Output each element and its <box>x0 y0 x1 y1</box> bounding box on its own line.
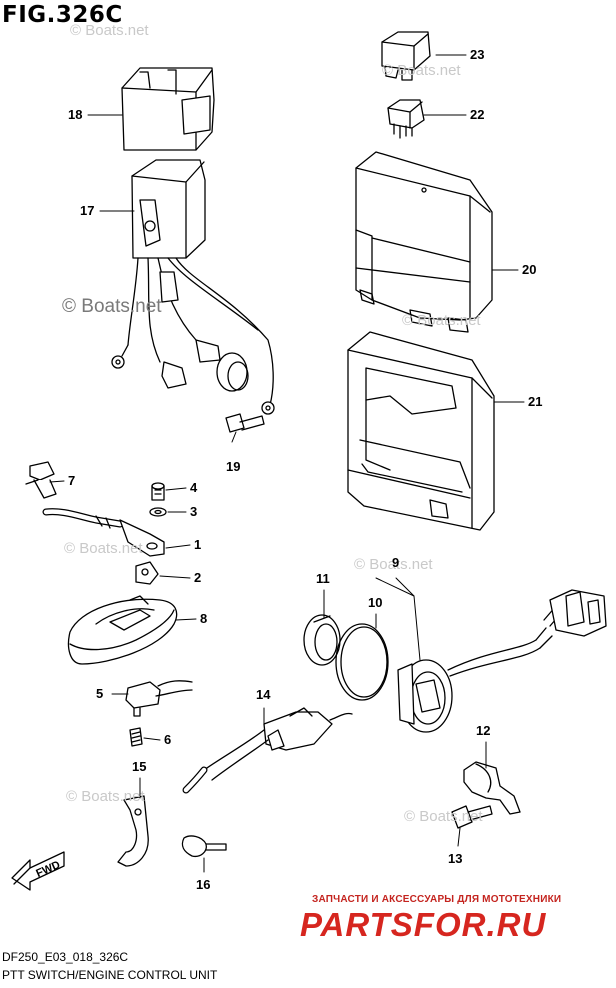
part-11-grommet[interactable] <box>303 614 341 666</box>
callout-18[interactable]: 18 <box>68 107 83 122</box>
part-13-bolt[interactable] <box>451 805 493 829</box>
section-title: PTT SWITCH/ENGINE CONTROL UNIT <box>2 968 218 982</box>
callout-15[interactable]: 15 <box>132 759 147 774</box>
part-20-ecu[interactable] <box>355 151 493 333</box>
callout-2[interactable]: 2 <box>194 570 202 585</box>
callout-10[interactable]: 10 <box>368 595 383 610</box>
callout-19[interactable]: 19 <box>226 459 241 474</box>
callout-4[interactable]: 4 <box>190 480 198 495</box>
part-15-clamp[interactable] <box>117 795 149 867</box>
callout-23[interactable]: 23 <box>470 47 485 62</box>
part-21-ecu-holder[interactable] <box>347 331 495 531</box>
part-18-cover[interactable] <box>121 67 215 151</box>
part-23-relay[interactable] <box>381 31 431 81</box>
part-19-bolt[interactable] <box>225 413 265 433</box>
watermark: © Boats.net <box>402 312 481 329</box>
watermark: © Boats.net <box>64 540 143 557</box>
callout-1[interactable]: 1 <box>194 537 202 552</box>
part-6-screw[interactable] <box>129 727 143 747</box>
callout-13[interactable]: 13 <box>448 851 463 866</box>
watermark: © Boats.net <box>404 808 483 825</box>
watermark: © Boats.net <box>62 296 162 317</box>
callout-11[interactable]: 11 <box>316 571 330 586</box>
brand-logo[interactable]: PARTSFOR.RU <box>300 906 547 943</box>
leader-lines <box>49 54 525 873</box>
callout-8[interactable]: 8 <box>200 611 208 626</box>
callout-7[interactable]: 7 <box>68 473 76 488</box>
brand-tagline: ЗАПЧАСТИ И АКСЕССУАРЫ ДЛЯ МОТОТЕХНИКИ <box>312 894 562 905</box>
part-4-bolt[interactable] <box>151 482 165 501</box>
part-3-washer[interactable] <box>149 507 167 517</box>
callout-6[interactable]: 6 <box>164 732 172 747</box>
part-16-screw[interactable] <box>181 835 227 858</box>
watermark: © Boats.net <box>66 788 145 805</box>
model-code: DF250_E03_018_326C <box>2 950 129 964</box>
part-22-relay[interactable] <box>387 99 425 139</box>
part-1-ptt-sender[interactable] <box>42 508 165 557</box>
callout-12[interactable]: 12 <box>476 723 491 738</box>
callout-9[interactable]: 9 <box>392 555 400 570</box>
fwd-arrow-icon <box>11 851 65 891</box>
callout-14[interactable]: 14 <box>256 687 271 702</box>
part-2-magnet[interactable] <box>135 561 159 585</box>
watermark: © Boats.net <box>70 22 149 39</box>
callout-22[interactable]: 22 <box>470 107 485 122</box>
part-12-clamp[interactable] <box>463 761 521 815</box>
part-8-switch-cover[interactable] <box>67 595 178 665</box>
part-10-o-ring[interactable] <box>335 623 389 701</box>
callout-21[interactable]: 21 <box>528 394 543 409</box>
watermark: © Boats.net <box>354 556 433 573</box>
callout-17[interactable]: 17 <box>80 203 95 218</box>
part-14-harness[interactable] <box>182 707 353 794</box>
part-5-switch[interactable] <box>125 680 193 717</box>
part-7-clip[interactable] <box>25 461 57 499</box>
part-17-regulator[interactable] <box>111 159 275 415</box>
watermark: © Boats.net <box>382 62 461 79</box>
callout-20[interactable]: 20 <box>522 262 537 277</box>
callout-5[interactable]: 5 <box>96 686 104 701</box>
figure-title: FIG.326C <box>2 2 123 28</box>
fwd-label: FWD <box>34 859 62 880</box>
callout-16[interactable]: 16 <box>196 877 211 892</box>
callout-3[interactable]: 3 <box>190 504 198 519</box>
part-9-ptt-switch[interactable] <box>397 589 607 733</box>
